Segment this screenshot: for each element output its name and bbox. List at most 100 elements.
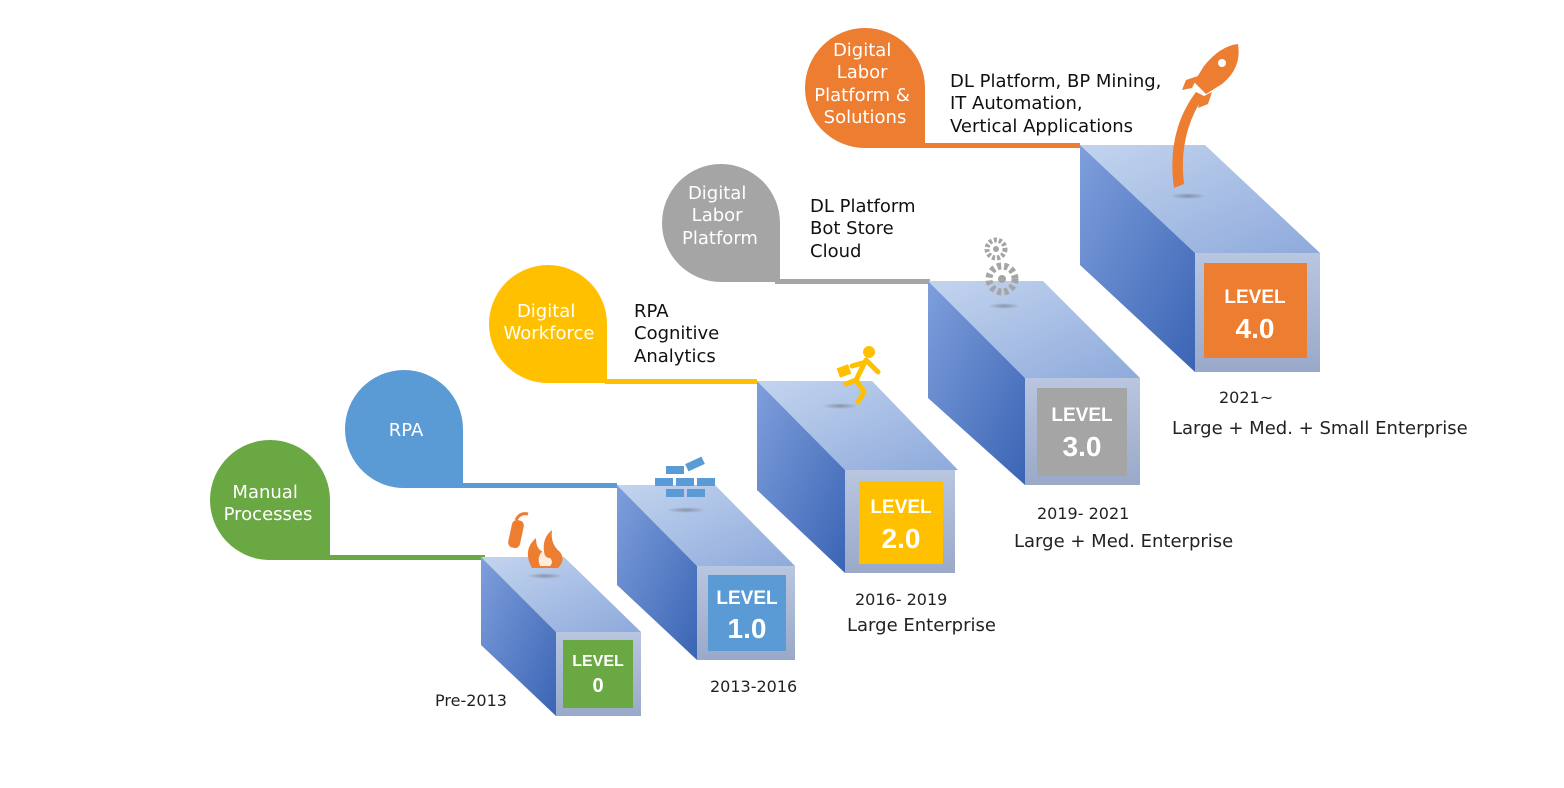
level-badge [859, 481, 943, 564]
segment-label: Large Enterprise [847, 615, 996, 636]
icon-shadow [822, 403, 858, 409]
block-level-3: LEVEL 3.0 [928, 281, 1140, 485]
bubble-line: RPA [389, 420, 424, 441]
bubble-line: Platform & [814, 85, 910, 106]
icon-shadow [527, 573, 563, 579]
description-line: RPA [634, 301, 669, 322]
block-side [481, 557, 556, 716]
gear-small-hub [993, 246, 999, 252]
brick [666, 466, 684, 474]
bubble-line: Platform [682, 228, 758, 249]
block-side [757, 381, 845, 573]
level-word: LEVEL [1051, 405, 1113, 426]
svg-text:Digital Workforce: Digital Workforce [504, 301, 595, 344]
svg-text:DL Platform Bot Store: DL Platform Bot Store Cloud [810, 196, 921, 262]
head [863, 346, 875, 358]
description-level-2: RPA Cognitive Analytics [634, 301, 725, 367]
bubble-line: Digital [688, 183, 746, 204]
flame [527, 530, 563, 568]
level-number: 0 [592, 675, 603, 697]
connector-3 [775, 279, 930, 284]
era-label: 2016- 2019 [855, 590, 947, 609]
svg-text:RPA: RPA [389, 420, 424, 441]
level-number: 2.0 [882, 523, 921, 554]
bubble-line: Labor [692, 205, 743, 226]
rocket-icon [1170, 44, 1239, 199]
brick-wall-icon [655, 456, 715, 513]
block-top [928, 281, 1140, 378]
level-badge [1204, 263, 1307, 358]
bubble-line: Labor [837, 62, 888, 83]
extinguisher-body [508, 519, 524, 549]
level-number: 3.0 [1063, 431, 1102, 462]
level-badge [563, 640, 633, 708]
level-badge [1037, 388, 1127, 476]
brick [666, 489, 684, 497]
era-label: 2013-2016 [710, 677, 797, 696]
level-number: 1.0 [728, 613, 767, 644]
block-level-2: LEVEL 2.0 [757, 381, 958, 573]
rocket-body [1194, 44, 1239, 94]
gears-icon [984, 237, 1020, 309]
bubble-line: Digital [833, 40, 891, 61]
brick [697, 478, 715, 486]
connector-0 [325, 555, 485, 560]
description-line: DL Platform [810, 196, 916, 217]
fire-extinguisher-icon [508, 512, 563, 579]
description-line: Analytics [634, 346, 716, 367]
rocket-window [1218, 59, 1226, 67]
description-line: Cognitive [634, 323, 719, 344]
bubble-shape [345, 370, 463, 489]
icon-shadow [988, 303, 1020, 309]
brick [655, 478, 673, 486]
level-number: 4.0 [1236, 313, 1275, 344]
block-side [928, 281, 1025, 485]
connector-1 [460, 483, 617, 488]
level-word: LEVEL [870, 497, 932, 518]
block-side [617, 485, 697, 660]
bubble-shape [210, 440, 330, 560]
block-level-1: LEVEL 1.0 [617, 485, 795, 660]
svg-text:Manual Processes: Manual Processes [224, 482, 313, 525]
bubble-shape [805, 28, 925, 148]
description-level-4: DL Platform, BP Mining, IT Automation, V… [950, 71, 1167, 137]
brick [685, 456, 705, 472]
bubble-line: Digital [517, 301, 575, 322]
segment-label: Large + Med. Enterprise [1014, 531, 1233, 552]
block-side [1080, 145, 1195, 372]
era-label: 2019- 2021 [1037, 504, 1129, 523]
rocket-fin [1182, 76, 1198, 90]
block-top [481, 557, 641, 632]
block-top [1080, 145, 1320, 253]
era-label: Pre-2013 [435, 691, 507, 710]
level-badge [708, 575, 786, 651]
rocket-fin [1198, 92, 1212, 108]
gear-large [985, 262, 1019, 296]
block-level-0: LEVEL 0 [481, 557, 641, 716]
flame-inner [538, 550, 552, 566]
bubble-digital-workforce: Digital Workforce [489, 265, 607, 384]
bubble-manual-processes: Manual Processes [210, 440, 330, 560]
bubble-shape [662, 164, 780, 282]
bubble-line: Workforce [504, 323, 595, 344]
svg-text:DL Platform, BP Mining,: DL Platform, BP Mining, IT Automation, V… [950, 71, 1167, 137]
description-level-3: DL Platform Bot Store Cloud [810, 196, 921, 262]
block-top [757, 381, 958, 470]
level-word: LEVEL [572, 653, 624, 670]
brick [676, 478, 694, 486]
briefcase [836, 364, 852, 378]
description-line: Cloud [810, 241, 861, 262]
body [843, 357, 881, 405]
gear-large-hub [998, 275, 1006, 283]
description-line: IT Automation, [950, 93, 1083, 114]
svg-text:RPA Cognitive Anal: RPA Cognitive Analytics [634, 301, 725, 367]
bubble-line: Manual [232, 482, 297, 503]
icon-shadow [1170, 193, 1206, 199]
svg-text:Digital Labor Plat: Digital Labor Platform & Solutions [814, 40, 915, 128]
bubble-digital-labor-platform-solutions: Digital Labor Platform & Solutions [805, 28, 925, 148]
connectors [325, 143, 1080, 560]
level-word: LEVEL [716, 588, 778, 609]
svg-text:Digital Labor Plat: Digital Labor Platform [682, 183, 758, 249]
bubble-digital-labor-platform: Digital Labor Platform [662, 164, 780, 282]
